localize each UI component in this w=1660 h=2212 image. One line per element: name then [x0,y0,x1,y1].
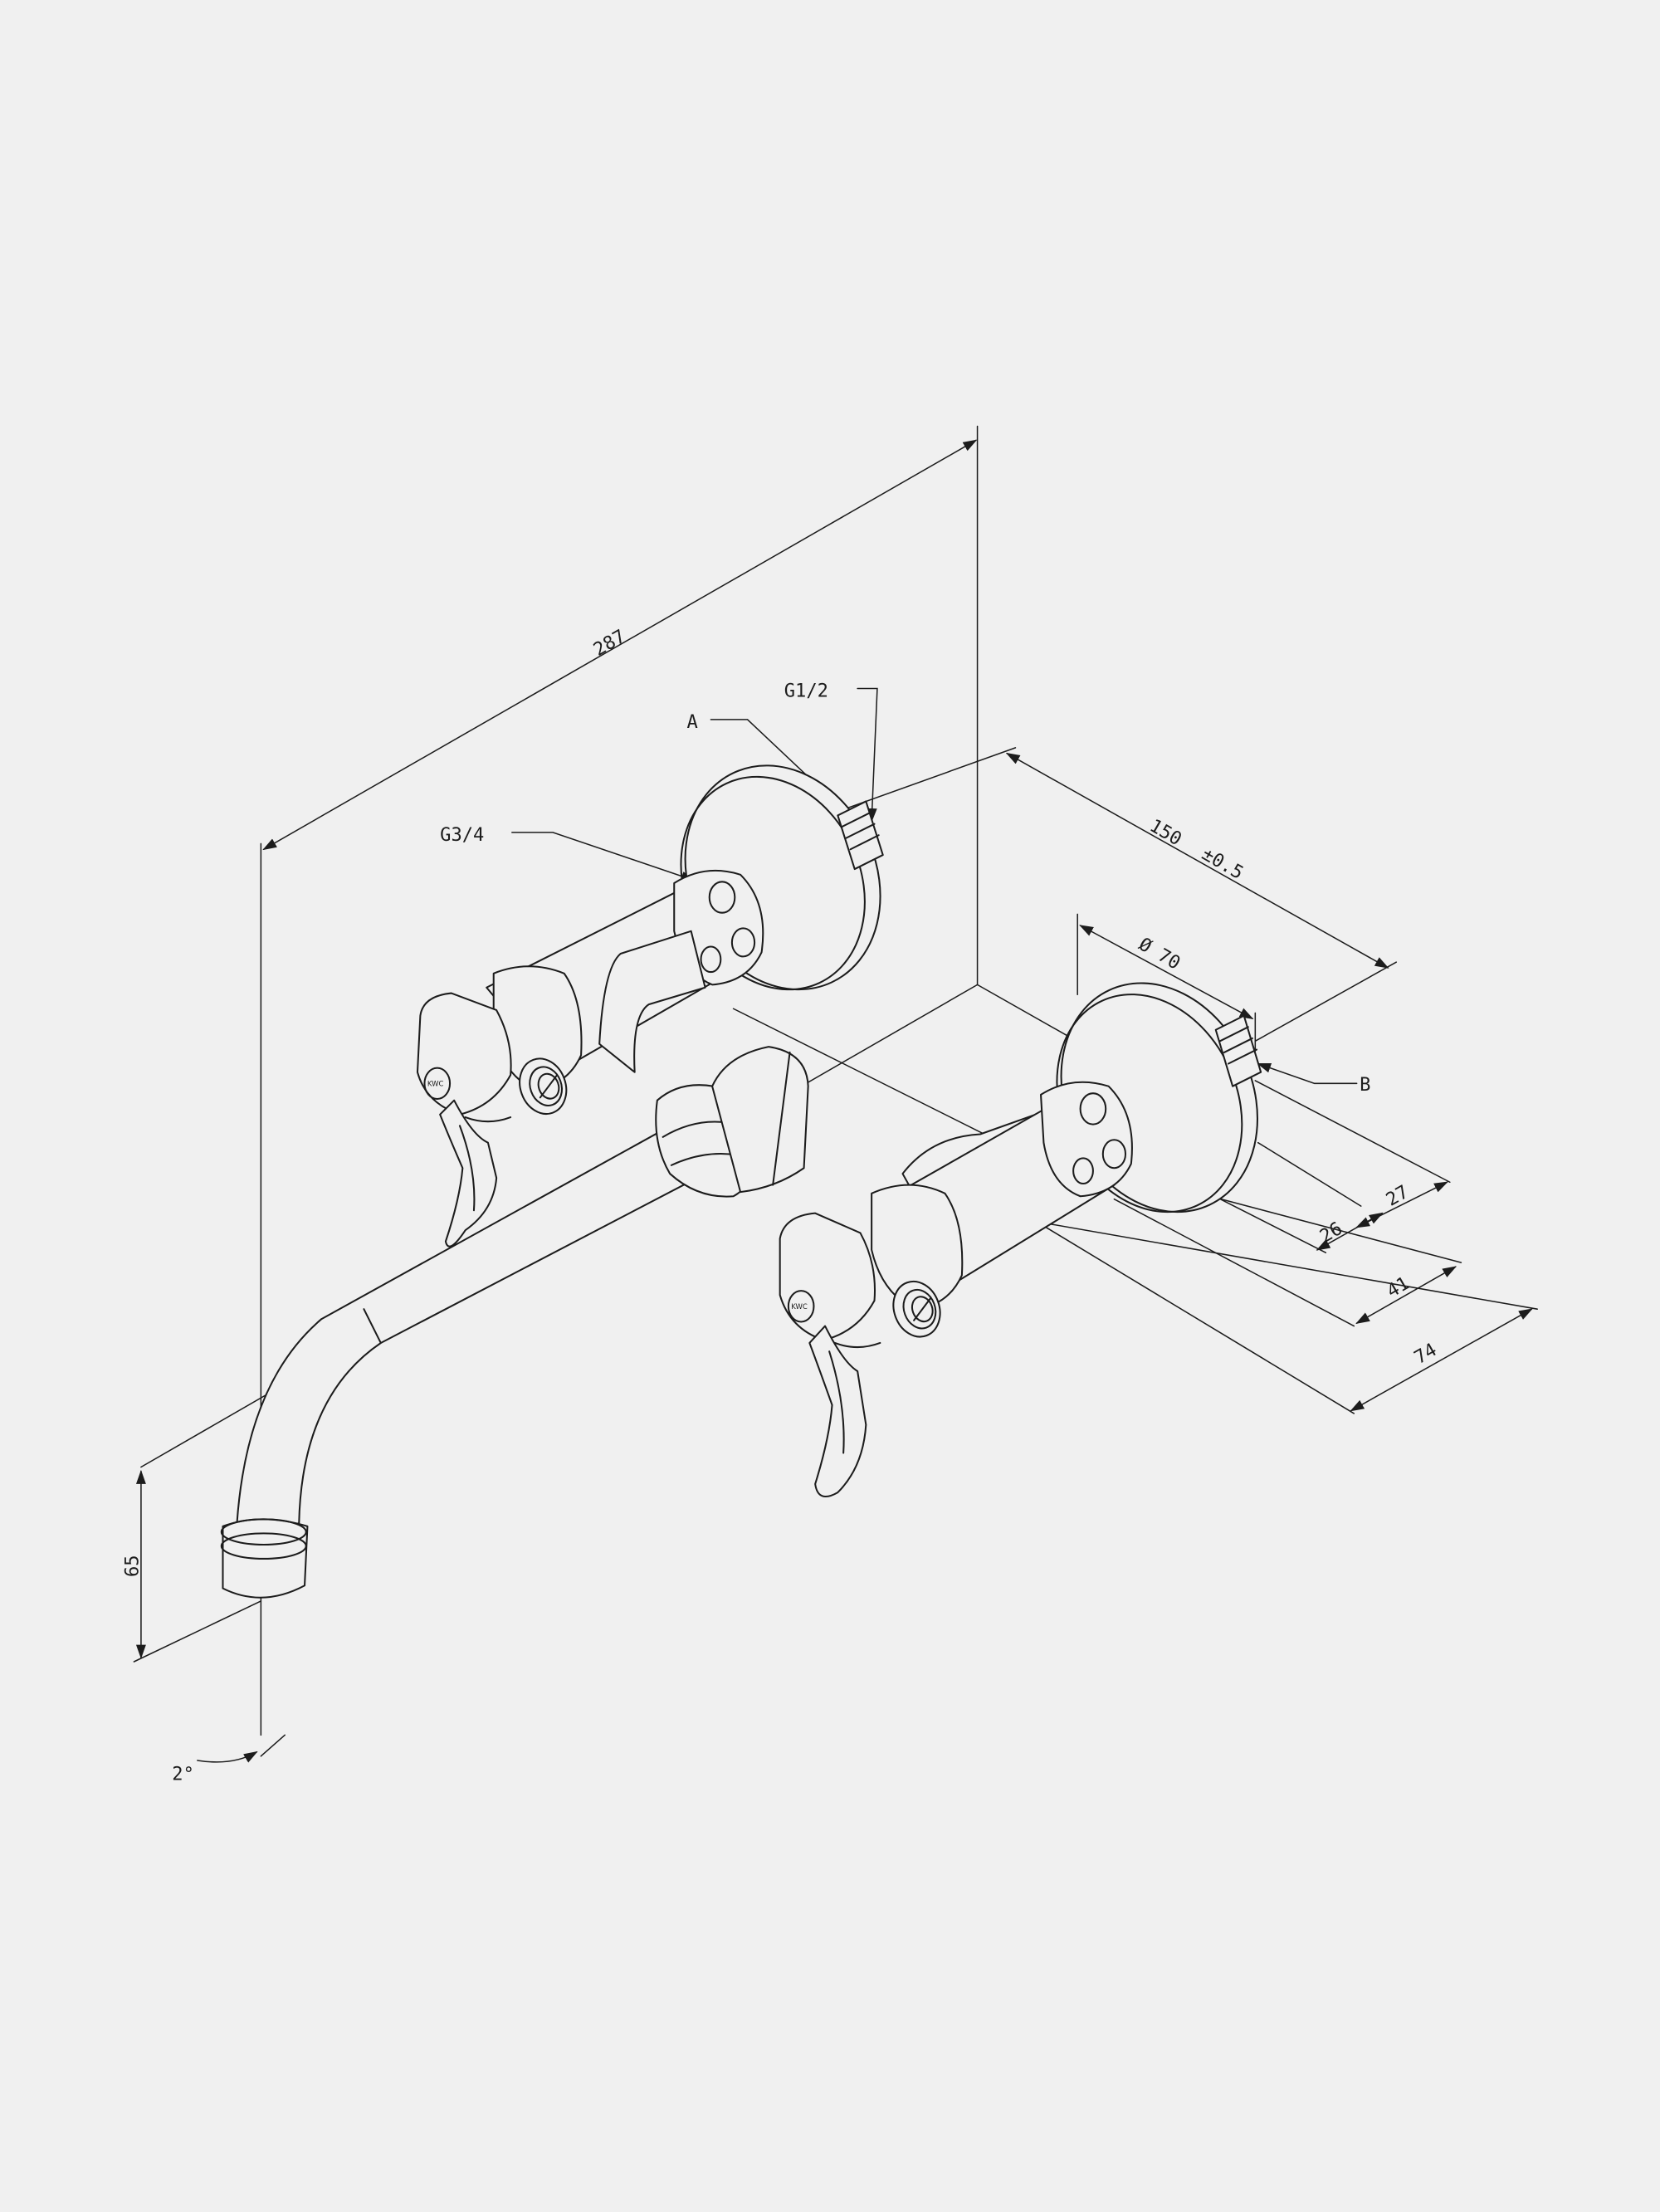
callout-labels: A G1/2 G3/4 B [440,681,1370,1096]
handle-badge-front: KWC [791,1303,808,1311]
callout-inlet-a: A [687,711,698,733]
handle-badge-rear: KWC [427,1081,444,1089]
spout-assembly [220,1046,809,1599]
callout-thread-body: G3/4 [440,824,484,846]
dim-depth-c: 41 [1383,1272,1413,1302]
construction-lines [133,425,1538,1736]
dim-overall-length: 287 [590,626,630,661]
dim-center-distance: 150 [1146,815,1186,850]
dim-depth-d: 74 [1411,1339,1441,1369]
callout-inlet-b: B [1360,1074,1370,1096]
inlet-thread-a [837,800,884,871]
dim-spout-angle: 2° [172,1764,194,1785]
inlet-thread-b [1214,1014,1262,1087]
dim-spout-height: 65 [122,1555,144,1577]
dim-depth-a: 26 [1316,1218,1346,1248]
dim-center-tolerance: ±0.5 [1198,843,1247,884]
dim-depth-b: 27 [1383,1181,1413,1211]
callout-thread-inlet: G1/2 [784,681,828,702]
front-valve-assembly: KWC [779,982,1262,1498]
dimension-lines [135,439,1533,1763]
rear-valve-assembly: KWC [416,764,884,1248]
